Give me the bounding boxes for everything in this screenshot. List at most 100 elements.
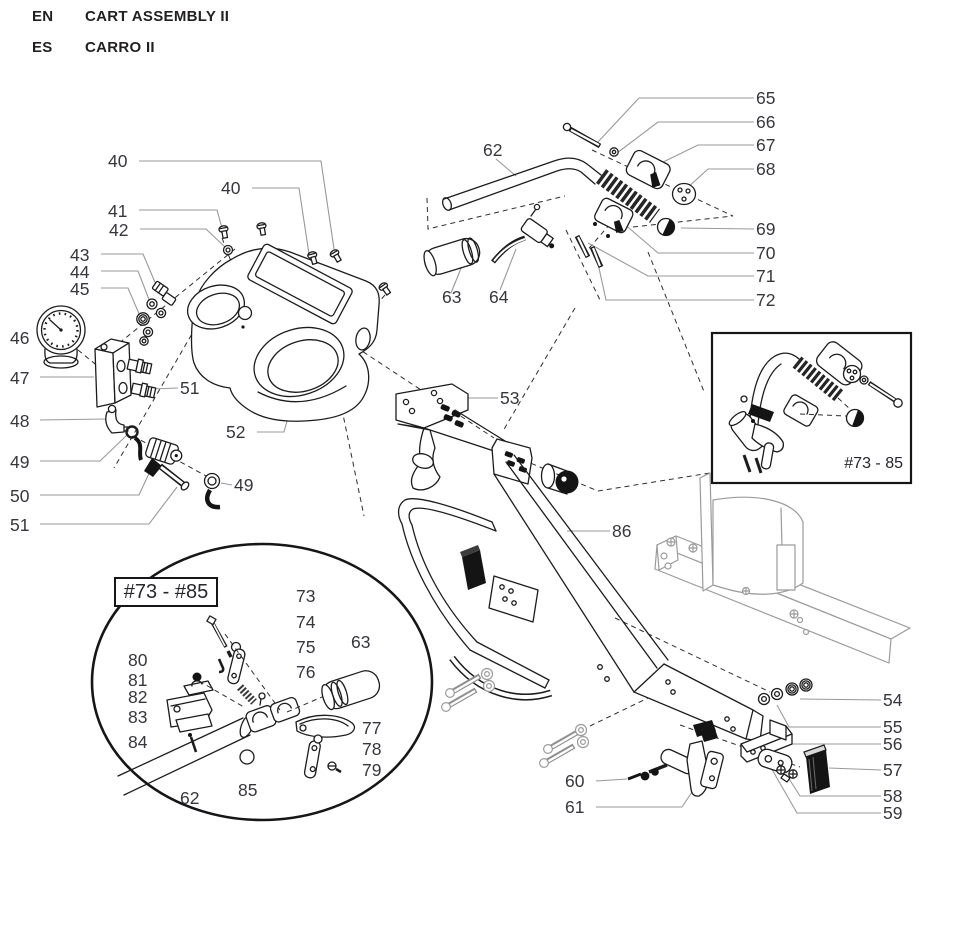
washer-44 bbox=[146, 298, 158, 310]
rail-bolts bbox=[666, 537, 799, 619]
part-callout-85: 85 bbox=[238, 780, 258, 800]
part-callout-52: 52 bbox=[226, 422, 246, 442]
part-callout-55: 55 bbox=[883, 717, 903, 737]
part-callout-63: 63 bbox=[351, 632, 371, 652]
foam-pad-57 bbox=[803, 744, 830, 794]
title-block: EN CART ASSEMBLY II ES CARRO II bbox=[32, 8, 229, 70]
title-row-es: ES CARRO II bbox=[32, 39, 229, 56]
clamp-half-lower bbox=[245, 705, 277, 733]
valve-64 bbox=[491, 203, 555, 264]
bracket-56 bbox=[740, 719, 793, 763]
part-callout-40: 40 bbox=[221, 178, 241, 198]
hose-segment-2 bbox=[205, 488, 221, 510]
part-callout-65: 65 bbox=[756, 88, 776, 108]
inset-trigger-assembly bbox=[728, 395, 785, 474]
grip-63 bbox=[423, 237, 481, 277]
part-callout-70: 70 bbox=[756, 243, 776, 263]
washer-66 bbox=[609, 147, 619, 157]
part-callout-86: 86 bbox=[612, 521, 632, 541]
title-lang-es: ES bbox=[32, 39, 53, 56]
latch-lever-61 bbox=[627, 720, 724, 797]
part-callout-82: 82 bbox=[128, 687, 148, 707]
part-callout-64: 64 bbox=[489, 287, 509, 307]
part-callout-44: 44 bbox=[70, 262, 90, 282]
roller-bumper bbox=[540, 463, 579, 495]
part-callout-79: 79 bbox=[362, 760, 382, 780]
inset-box-assembly bbox=[710, 331, 913, 485]
screw-40a bbox=[256, 222, 267, 236]
title-lang-en: EN bbox=[32, 8, 54, 25]
cart-rail-reference bbox=[654, 472, 911, 664]
page-title-es: CARRO II bbox=[85, 39, 155, 56]
part-callout-56: 56 bbox=[883, 734, 903, 754]
pin-71 bbox=[574, 234, 591, 259]
clamp-67 bbox=[625, 149, 671, 190]
part-callout-43: 43 bbox=[70, 245, 90, 265]
hose-segment bbox=[133, 436, 143, 461]
stand-loop bbox=[397, 498, 553, 701]
part-callout-72: 72 bbox=[756, 290, 776, 310]
inset-grip-coil bbox=[792, 356, 844, 402]
clamp-70 bbox=[594, 197, 634, 234]
part-callout-53: 53 bbox=[500, 388, 520, 408]
part-callout-78: 78 bbox=[362, 739, 382, 759]
part-callout-75: 75 bbox=[296, 637, 316, 657]
latch-assembly bbox=[627, 678, 830, 797]
inset-clamp-lower bbox=[783, 394, 819, 427]
screw-40d bbox=[378, 282, 392, 296]
pin-72 bbox=[589, 245, 604, 269]
ball-81 bbox=[192, 672, 202, 682]
part-callout-42: 42 bbox=[109, 220, 129, 240]
mount-plate bbox=[488, 575, 539, 623]
screw-41 bbox=[218, 225, 229, 239]
handle-tube bbox=[443, 157, 602, 200]
part-callout-51: 51 bbox=[10, 515, 30, 535]
frame-assembly bbox=[395, 383, 764, 742]
part-callout-69: 69 bbox=[756, 219, 776, 239]
part-callout-45: 45 bbox=[70, 279, 90, 299]
page-title-en: CART ASSEMBLY II bbox=[85, 8, 230, 25]
part-callout-54: 54 bbox=[883, 690, 903, 710]
part-callout-71: 71 bbox=[756, 266, 776, 286]
screw-79 bbox=[327, 761, 342, 774]
part-callout-60: 60 bbox=[565, 771, 585, 791]
manifold-block-47 bbox=[94, 338, 132, 408]
inset-box-label: #73 - 85 bbox=[844, 455, 903, 472]
bolt-65 bbox=[562, 122, 602, 149]
inset-ball bbox=[845, 408, 865, 428]
part-callout-83: 83 bbox=[128, 707, 148, 727]
washers-nuts-54-55 bbox=[757, 678, 813, 706]
part-callout-51: 51 bbox=[180, 378, 200, 398]
part-callout-58: 58 bbox=[883, 786, 903, 806]
inset-circle-frame bbox=[90, 542, 434, 822]
part-callout-63: 63 bbox=[442, 287, 462, 307]
elbow-fitting-48 bbox=[105, 404, 129, 434]
grip-63-inset bbox=[321, 670, 381, 711]
part-callout-73: 73 bbox=[296, 586, 316, 606]
o-ring-49 bbox=[125, 425, 139, 439]
part-callout-50: 50 bbox=[10, 486, 30, 506]
fitting-43 bbox=[151, 280, 169, 297]
part-callout-76: 76 bbox=[296, 662, 316, 682]
part-callout-74: 74 bbox=[296, 612, 316, 632]
part-callout-62: 62 bbox=[180, 788, 200, 808]
cable-clip-set-53 bbox=[440, 404, 464, 428]
part-callout-49: 49 bbox=[10, 452, 30, 472]
pressure-gauge-46 bbox=[36, 305, 86, 369]
foam-pad-left bbox=[462, 550, 486, 590]
screw-40b bbox=[307, 251, 318, 265]
part-callout-84: 84 bbox=[128, 732, 148, 752]
part-callout-47: 47 bbox=[10, 368, 30, 388]
clamp-half-76 bbox=[269, 696, 301, 723]
plate-59 bbox=[757, 748, 793, 774]
part-callout-67: 67 bbox=[756, 135, 776, 155]
ball-69 bbox=[656, 217, 676, 237]
handle-grip-coil bbox=[595, 169, 661, 223]
inset-circle-label: #73 - #85 bbox=[114, 577, 218, 607]
ball-85 bbox=[239, 749, 255, 765]
spring-74 bbox=[237, 684, 257, 705]
part-callout-61: 61 bbox=[565, 797, 585, 817]
rail-fin-plate bbox=[699, 472, 714, 592]
